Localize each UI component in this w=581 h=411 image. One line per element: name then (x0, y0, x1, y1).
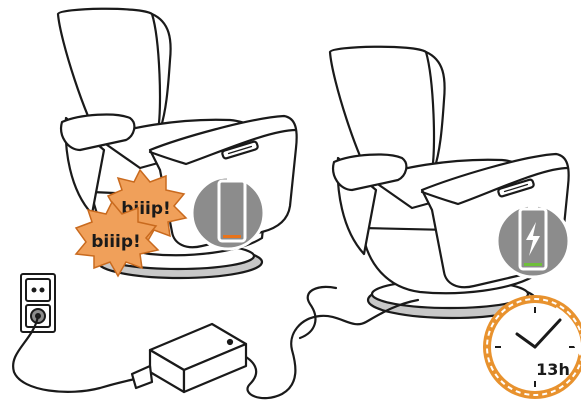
right-chair-control-panel (497, 178, 535, 198)
power-cables (12, 285, 420, 400)
chair-link-cable (298, 285, 338, 340)
beep-burst-lower: biiip! (74, 200, 160, 278)
charging-duration-label: 13h (536, 360, 570, 379)
right-battery-level-fill (524, 263, 542, 266)
lightning-bolt-icon (526, 222, 540, 256)
adapter-to-chair-cable (234, 298, 420, 400)
clock-arrow-head (574, 346, 581, 356)
right-chair-armrest-top (420, 166, 570, 206)
right-recliner-chair (328, 45, 570, 320)
power-adapter-icon (130, 322, 248, 394)
power-adapter-connector (130, 364, 154, 390)
left-chair-backrest (56, 7, 162, 142)
left-chair-control-panel (221, 140, 259, 160)
clock-icon: 13h (483, 295, 581, 399)
right-battery-badge (495, 203, 571, 279)
clock-dashed-rim (486, 298, 581, 396)
wall-socket-upper-outlet (25, 278, 51, 302)
wall-to-adapter-cable (12, 314, 142, 393)
wall-socket-upper-pin-right (39, 287, 45, 293)
right-chair-left-armrest (332, 153, 408, 192)
battery-low-icon (217, 176, 247, 243)
beep-burst-lower-shape (74, 200, 160, 278)
left-battery-badge (190, 175, 266, 251)
power-adapter-led (226, 338, 234, 346)
wall-socket-icon (20, 273, 56, 333)
power-adapter-side (182, 342, 248, 394)
battery-charging-icon (518, 204, 548, 271)
left-chair-backrest-edge (150, 12, 172, 132)
beep-text-lower: biiip! (91, 232, 141, 252)
right-chair-backrest (328, 45, 436, 182)
clock-hands (515, 318, 562, 349)
left-battery-level-fill (223, 235, 241, 238)
wall-socket-upper-pin-left (31, 287, 37, 293)
left-chair-armrest-top (148, 128, 298, 166)
right-chair-backrest-edge (424, 50, 446, 172)
left-chair-left-armrest (60, 113, 136, 152)
clock-ticks (495, 307, 575, 387)
clock-progress-arrow (555, 306, 581, 349)
